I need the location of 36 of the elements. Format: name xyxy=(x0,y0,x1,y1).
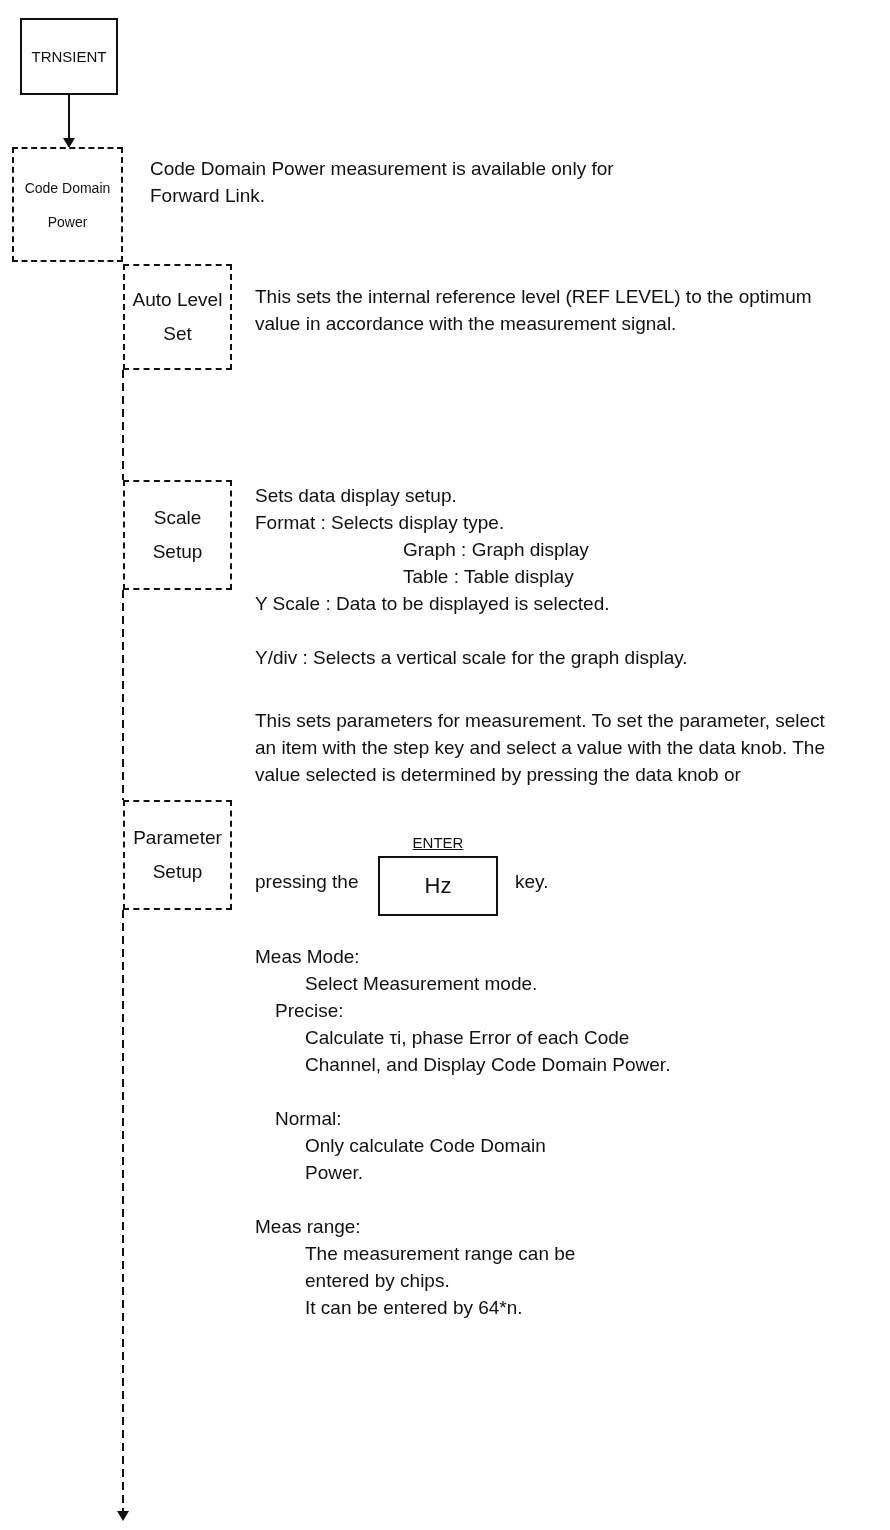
description-text: Y Scale : Data to be displayed is selected. xyxy=(255,592,611,616)
description-text: Graph : Graph display xyxy=(403,538,590,562)
description-text: Code Domain Power measurement is available only for Forward Link. xyxy=(150,157,615,208)
key-label: TRNSIENT xyxy=(30,46,108,67)
description-text: Precise: xyxy=(275,999,345,1023)
description-text: Meas range: xyxy=(255,1215,362,1239)
description-text: The measurement range can be entered by chips. xyxy=(305,1242,577,1293)
description-text: Select Measurement mode. xyxy=(305,972,539,996)
key-label: Scale Setup xyxy=(151,506,204,564)
description-text: Y/div : Selects a vertical scale for the graph display. xyxy=(255,646,689,670)
key-label: Hz xyxy=(424,873,452,899)
arrow xyxy=(63,94,75,148)
description-text: Meas Mode: xyxy=(255,945,361,969)
description-text: This sets the internal reference level (REF LEVEL) to the optimum value in accordance with the measurement signal. xyxy=(255,285,813,336)
dashed-connector xyxy=(122,369,124,481)
description-text: It can be entered by 64*n. xyxy=(305,1296,524,1320)
dashed-connector xyxy=(117,909,129,1521)
key-caption: ENTER xyxy=(411,834,465,852)
description-text: Sets data display setup. xyxy=(255,484,458,508)
description-text: Only calculate Code Domain Power. xyxy=(305,1134,547,1185)
key-label: Code Domain Power xyxy=(23,178,112,232)
soft-key-box xyxy=(123,480,232,590)
dashed-connector xyxy=(122,589,124,801)
description-text: Normal: xyxy=(275,1107,343,1131)
menu-key-box xyxy=(20,18,118,95)
key-label: Auto Level Set xyxy=(131,288,224,346)
key-label: Parameter Setup xyxy=(132,826,223,884)
soft-key-box xyxy=(12,147,123,262)
soft-key-box xyxy=(123,264,232,370)
description-text: Format : Selects display type. xyxy=(255,511,506,535)
description-text: pressing the xyxy=(255,870,360,894)
description-text: Table : Table display xyxy=(403,565,575,589)
description-text: key. xyxy=(515,870,550,894)
description-text: Calculate τi, phase Error of each Code Channel, and Display Code Domain Power. xyxy=(305,1026,672,1077)
soft-key-box xyxy=(123,800,232,910)
description-text: This sets parameters for measurement. To set the parameter, select an item with the step key and select a value with the data knob. The value selected is determined by pressing the data knob or xyxy=(255,709,826,787)
